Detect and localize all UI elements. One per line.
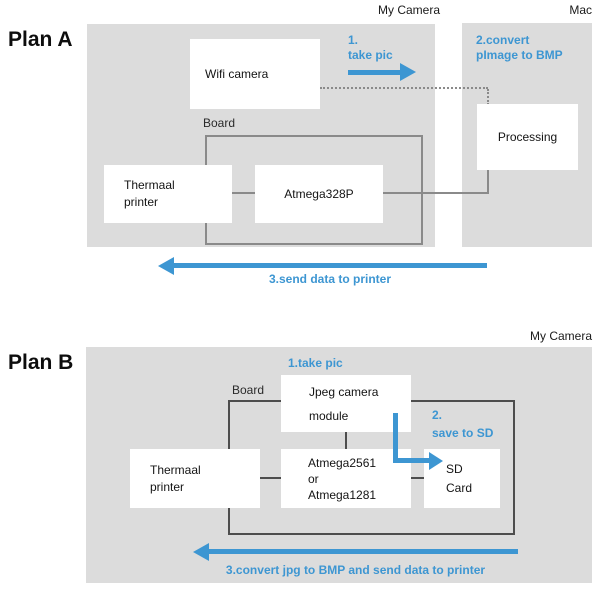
mcu-box-a: Atmega328P [255, 165, 383, 223]
connector-mcu-processing-h [383, 192, 489, 194]
plan-a-step2-label: 2.convert pImage to BMP [476, 33, 563, 62]
plan-b-title: Plan B [8, 351, 74, 374]
plan-a-step3-label: 3.send data to printer [268, 272, 392, 286]
mac-label: Mac [569, 3, 592, 17]
plan-b-step2-label: 2. save to SD [432, 408, 494, 440]
thermal-printer-box-b: Thermaal printer [130, 449, 260, 508]
plan-b-board-label: Board [232, 383, 265, 397]
dotted-link-camera-mac-h [320, 87, 488, 89]
connector-printer-mcu-b [260, 477, 281, 479]
connector-camera-mcu-b [345, 432, 347, 449]
wifi-camera-box: Wifi camera [190, 39, 320, 109]
connector-mcu-processing-v [487, 170, 489, 194]
plan-b-step3-arrow-head [193, 543, 209, 561]
dotted-link-camera-mac-v [487, 89, 489, 105]
plan-a-device-label: My Camera [377, 3, 440, 17]
plan-a-step1-arrow-head [400, 63, 416, 81]
plan-a-step3-arrow-shaft [172, 263, 487, 268]
plan-a-step3-arrow-head [158, 257, 174, 275]
plan-b-step2-arrow-vertical [393, 413, 398, 463]
connector-printer-mcu-a [232, 192, 256, 194]
jpeg-camera-module-box: Jpeg camera module [281, 375, 411, 432]
plan-b-step3-label: 3.convert jpg to BMP and send data to pr… [225, 563, 486, 577]
plan-b-device-label: My Camera [529, 329, 592, 343]
plan-b-step2-arrow-horizontal [393, 458, 431, 463]
plan-a-step1-arrow-shaft [348, 70, 402, 75]
plan-b-step2-arrow-head [429, 452, 443, 470]
plan-a-title: Plan A [8, 28, 73, 51]
connector-mcu-sd [411, 477, 424, 479]
plan-a-board-label: Board [203, 116, 236, 130]
processing-box: Processing [477, 104, 578, 170]
plan-a-step1-label: 1. take pic [348, 33, 393, 62]
mcu-box-b: Atmega2561 or Atmega1281 [281, 449, 411, 508]
plan-b-step3-arrow-shaft [207, 549, 518, 554]
plan-b-step1-label: 1.take pic [288, 356, 343, 370]
thermal-printer-box-a: Thermaal printer [104, 165, 232, 223]
